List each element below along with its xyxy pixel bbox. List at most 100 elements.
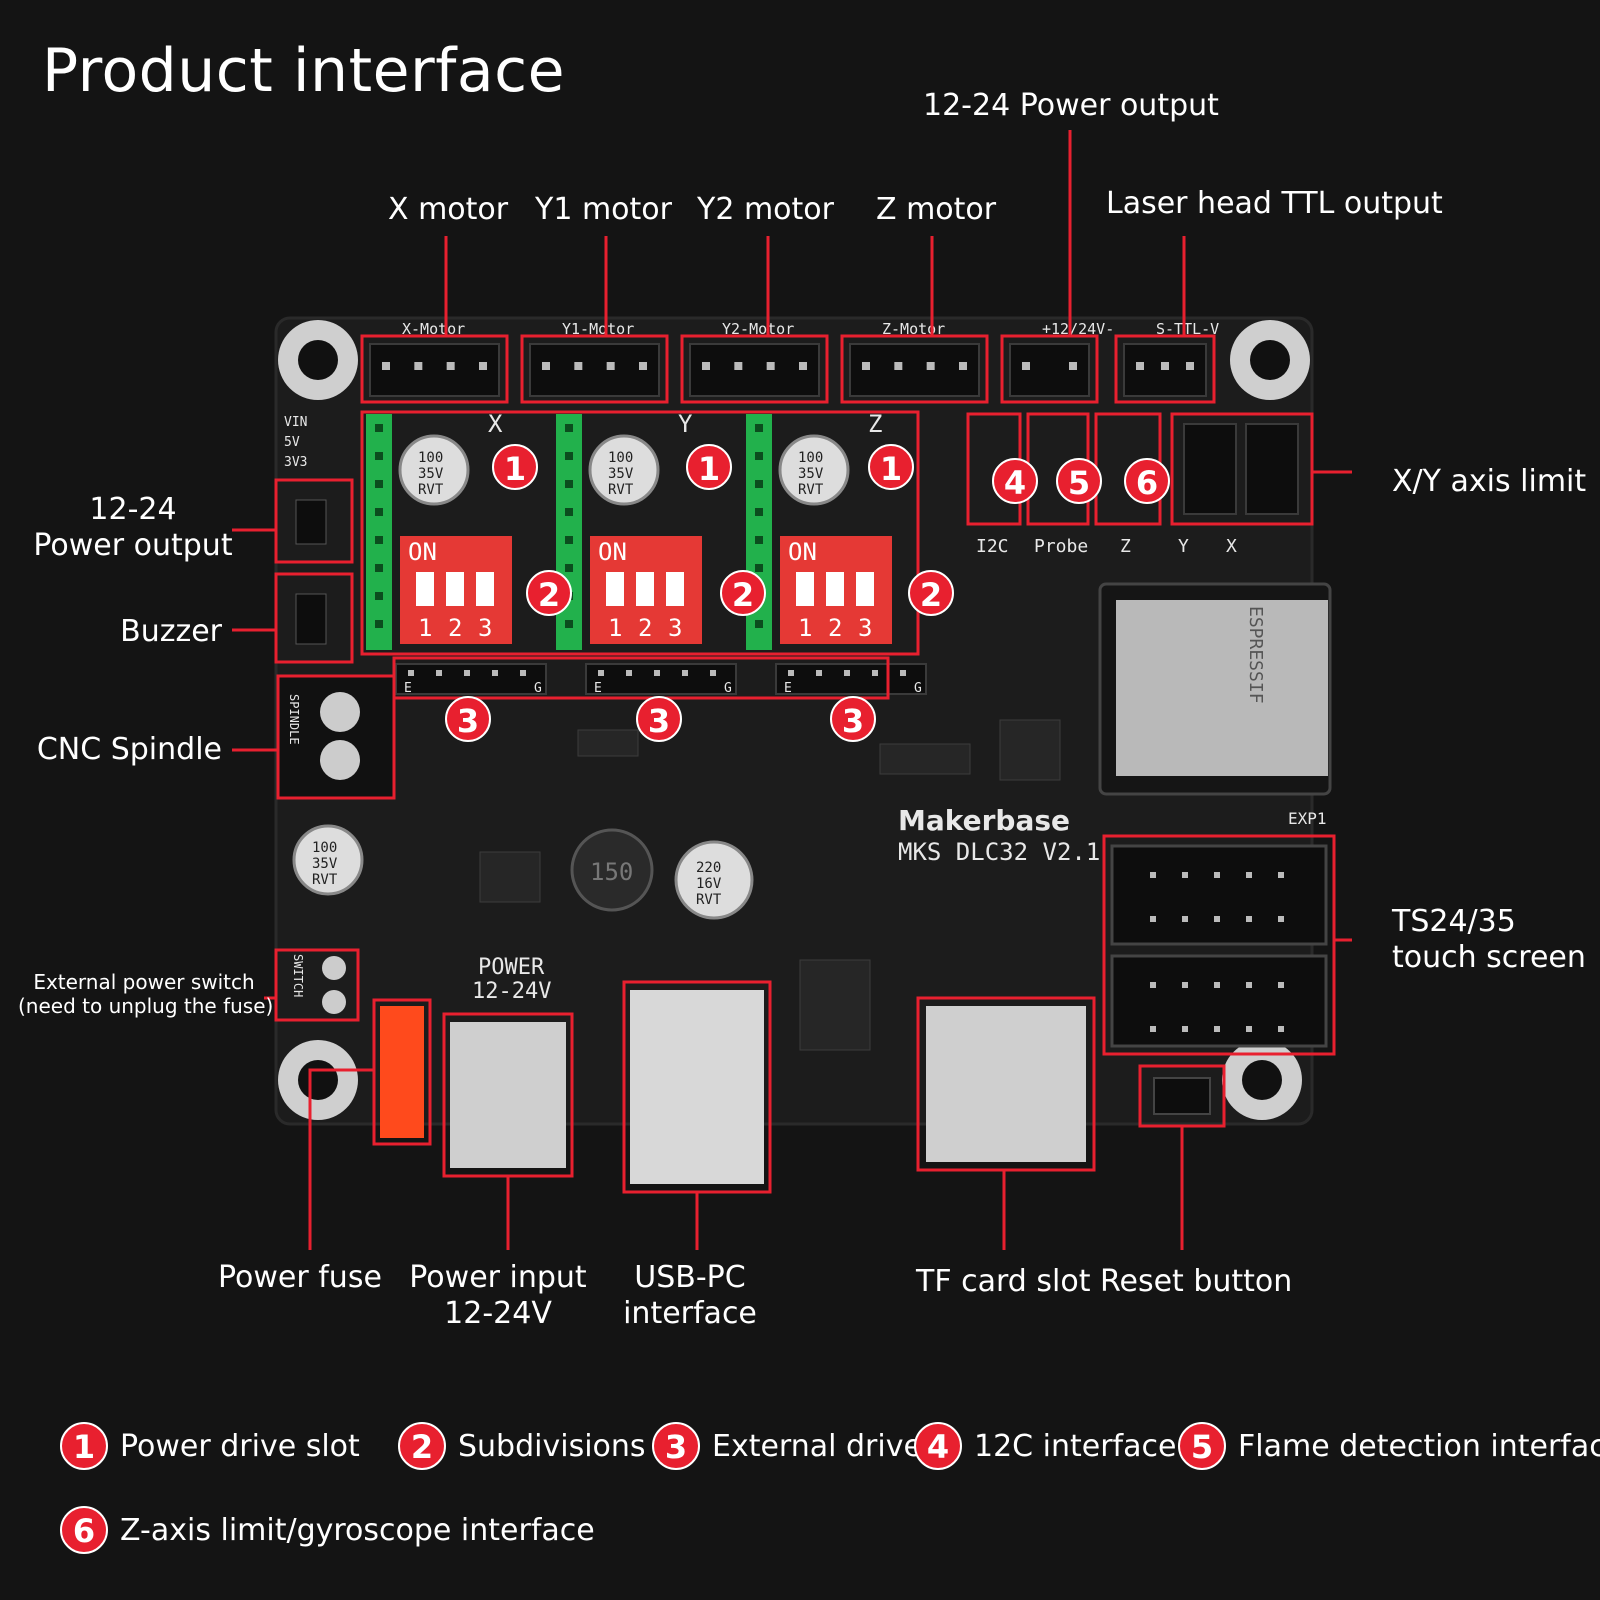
legend-badge-5: 5 [1178, 1422, 1226, 1470]
power-jack [450, 1022, 566, 1168]
connector-pin [1278, 872, 1284, 878]
connector-pin [408, 670, 414, 676]
label-external-switch-line1: External power switch [33, 970, 255, 994]
connector-pin [1150, 1026, 1156, 1032]
green-header-pin [755, 508, 763, 516]
switch-pad [322, 990, 346, 1014]
green-header-pin [375, 508, 383, 516]
terminal-screw [320, 692, 360, 732]
spindle-silk: SPINDLE [287, 694, 301, 745]
terminal-screw [320, 740, 360, 780]
label-touch-screen-line2: touch screen [1392, 940, 1586, 975]
connector-pin [1186, 362, 1194, 370]
label-reset: Reset button [1100, 1264, 1293, 1299]
connector-pin [520, 670, 526, 676]
green-header-pin [375, 536, 383, 544]
driver-slot-box [360, 410, 920, 656]
ic-chip [577, 729, 639, 757]
legend-badge-6: 6 [60, 1506, 108, 1554]
dip-lever [476, 572, 494, 606]
connector-pin [1182, 872, 1188, 878]
board-brand: Makerbase [898, 804, 1070, 837]
green-header [366, 414, 392, 650]
connector-pin [654, 670, 660, 676]
connector-pin [1246, 982, 1252, 988]
connector-pin [606, 362, 615, 370]
legend-text-3: External drive [712, 1428, 922, 1464]
badge-1-z: 1 [868, 444, 914, 490]
connector-pin [1069, 362, 1077, 370]
dip-lever [416, 572, 434, 606]
ic-chip [479, 851, 541, 903]
ic-chip [799, 959, 871, 1051]
capacitor [778, 434, 850, 506]
label-power-output-left-line1: 12-24 [89, 492, 177, 527]
capacitor-text: RVT [696, 892, 722, 908]
green-header-pin [565, 480, 573, 488]
mounting-hole [298, 340, 338, 380]
connector-pin [844, 670, 850, 676]
green-header-pin [375, 592, 383, 600]
connector-pin [436, 670, 442, 676]
legend-text-6: Z-axis limit/gyroscope interface [120, 1512, 595, 1548]
silk-top-label: Y2-Motor [722, 320, 794, 338]
capacitor-text: 16V [696, 876, 722, 892]
green-header-pin [755, 536, 763, 544]
legend-item-2: 2 Subdivisions [398, 1422, 646, 1470]
capacitor-text: 35V [798, 466, 824, 482]
pin-header [295, 593, 327, 645]
silk-top-label: X-Motor [402, 320, 465, 338]
capacitor-text: 35V [608, 466, 634, 482]
label-tf-card: TF card slot [916, 1264, 1091, 1299]
power-silk: 12-24V [472, 979, 551, 1004]
connector-pin [492, 670, 498, 676]
connector-pin [799, 362, 807, 370]
connector-pin [639, 362, 647, 370]
label-power-input-line1: Power input [409, 1260, 587, 1295]
connector-pin [816, 670, 822, 676]
tf-card-slot [926, 1006, 1086, 1162]
label-power-fuse: Power fuse [218, 1260, 382, 1295]
motor-connector [849, 343, 980, 397]
badge-3-z: 3 [830, 696, 876, 742]
switch-pad [322, 956, 346, 980]
dip-lever [606, 572, 624, 606]
connector-pin [702, 362, 710, 370]
legend-item-6: 6 Z-axis limit/gyroscope interface [60, 1506, 595, 1554]
legend-item-5: 5 Flame detection interface [1178, 1422, 1600, 1470]
label-power-output-left: 12-24 Power output [22, 492, 244, 564]
badge-6: 6 [1124, 458, 1170, 504]
limit-connector [1245, 423, 1299, 515]
legend-badge-3: 3 [652, 1422, 700, 1470]
green-header-pin [375, 480, 383, 488]
label-y1-motor: Y1 motor [535, 192, 672, 227]
label-usb-pc-line1: USB-PC [634, 1260, 746, 1295]
limit-connector [1183, 423, 1237, 515]
connector-pin [574, 362, 583, 370]
highlight-box [840, 334, 989, 404]
label-power-output-left-line2: Power output [33, 528, 233, 563]
legend-text-1: Power drive slot [120, 1428, 360, 1464]
left-power-box [274, 478, 354, 564]
silk-letter: G [724, 681, 732, 696]
connector-pin [1214, 982, 1220, 988]
connector-pin [710, 670, 716, 676]
legend-badge-4: 4 [914, 1422, 962, 1470]
motor-connector [369, 343, 500, 397]
connector-pin [734, 362, 743, 370]
connector-pin [894, 362, 903, 370]
silk-top-label: Z-Motor [882, 320, 945, 338]
capacitor-large [674, 840, 754, 920]
green-header-pin [375, 620, 383, 628]
axis-silk-label: Y [678, 410, 693, 438]
label-x-motor: X motor [388, 192, 509, 227]
connector-pin [1150, 872, 1156, 878]
highlight-box [1000, 334, 1099, 404]
external-drive-header [585, 663, 737, 695]
capacitor [588, 434, 660, 506]
green-header-pin [375, 564, 383, 572]
connector-pin [479, 362, 487, 370]
green-header-pin [755, 564, 763, 572]
dip-on-label: ON [598, 538, 627, 566]
